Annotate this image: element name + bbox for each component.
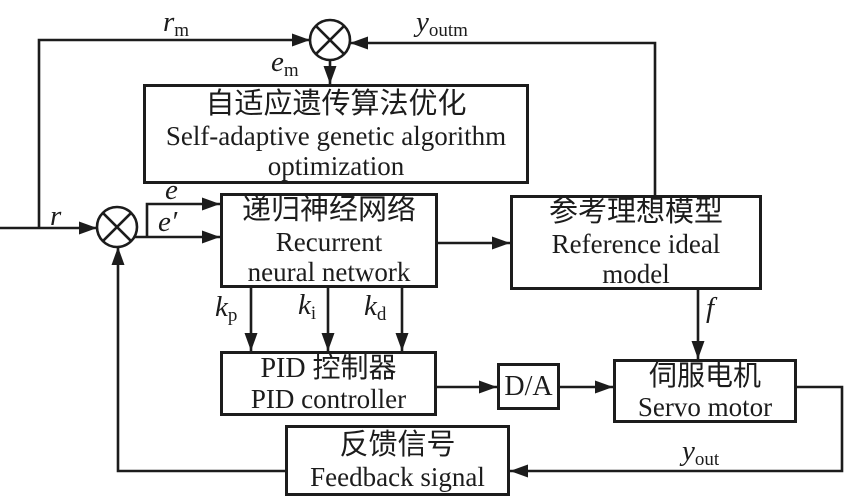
label-kd-sub: d [376, 304, 387, 325]
label-youtm: youtm [416, 6, 468, 41]
block-recurrent-neural-network: 递归神经网络 Recurrent neural network [220, 193, 438, 288]
block-rnn-label-en1: Recurrent [275, 227, 383, 257]
label-em-main: e [271, 46, 284, 78]
label-yout: yout [682, 435, 720, 470]
block-genetic-algorithm-label-zh: 自适应遗传算法优化 [205, 87, 467, 120]
label-rm-main: r [163, 6, 175, 38]
label-ki-main: k [298, 289, 311, 321]
label-ki: ki [298, 289, 317, 324]
sum-junction-error [95, 205, 139, 249]
block-reference-label-en2: model [602, 259, 670, 289]
block-reference-label-zh: 参考理想模型 [548, 196, 723, 228]
label-rm: rm [163, 6, 190, 41]
block-rnn-label-zh: 递归神经网络 [241, 194, 416, 226]
block-reference-ideal-model: 参考理想模型 Reference ideal model [510, 195, 762, 290]
block-da-label: D/A [504, 371, 553, 402]
label-rm-sub: m [174, 20, 190, 41]
label-ki-sub: i [310, 303, 317, 324]
block-genetic-algorithm-label-en2: optimization [267, 150, 405, 181]
connector-e-to-rnn [145, 197, 220, 237]
label-kd: kd [364, 290, 387, 325]
connector-youtm-feedback [350, 36, 657, 195]
label-r: r [50, 202, 61, 234]
connector-feedback-to-sum [111, 247, 285, 473]
connector-yout-to-feedback [510, 385, 844, 478]
label-e-main: e [165, 174, 178, 206]
block-servo-motor: 伺服电机 Servo motor [613, 359, 797, 423]
label-kp-sub: p [227, 305, 238, 326]
label-eprime-main: e′ [158, 206, 178, 238]
label-em-sub: m [283, 60, 299, 81]
label-youtm-main: y [416, 6, 429, 38]
block-reference-label-en1: Reference ideal [551, 229, 721, 259]
label-eprime: e′ [158, 208, 177, 240]
block-servo-label-en: Servo motor [637, 391, 773, 422]
label-e: e [165, 176, 178, 208]
block-rnn-label-en2: neural network [247, 257, 411, 287]
label-f: f [706, 294, 714, 326]
block-feedback-label-zh: 反馈信号 [339, 429, 456, 461]
block-genetic-algorithm: 自适应遗传算法优化 Self-adaptive genetic algorith… [143, 84, 529, 184]
block-da-converter: D/A [497, 363, 560, 410]
block-pid-label-zh: PID 控制器 [260, 353, 397, 384]
label-f-main: f [706, 292, 715, 324]
label-kd-main: k [364, 290, 377, 322]
connector-rm-feedforward [37, 33, 310, 228]
block-feedback-signal: 反馈信号 Feedback signal [285, 425, 510, 496]
sum-junction-model [308, 18, 352, 62]
label-r-main: r [50, 200, 62, 232]
label-yout-sub: out [694, 449, 720, 470]
label-youtm-sub: outm [428, 20, 468, 41]
block-genetic-algorithm-label-en1: Self-adaptive genetic algorithm [165, 120, 507, 151]
block-feedback-label-en: Feedback signal [310, 462, 485, 492]
block-servo-label-zh: 伺服电机 [648, 360, 761, 392]
block-pid-label-en: PID controller [250, 384, 407, 414]
block-pid-controller: PID 控制器 PID controller [220, 351, 437, 416]
label-em: em [271, 46, 299, 81]
label-yout-main: y [682, 435, 695, 467]
label-kp-main: k [215, 291, 228, 323]
label-kp: kp [215, 291, 238, 326]
